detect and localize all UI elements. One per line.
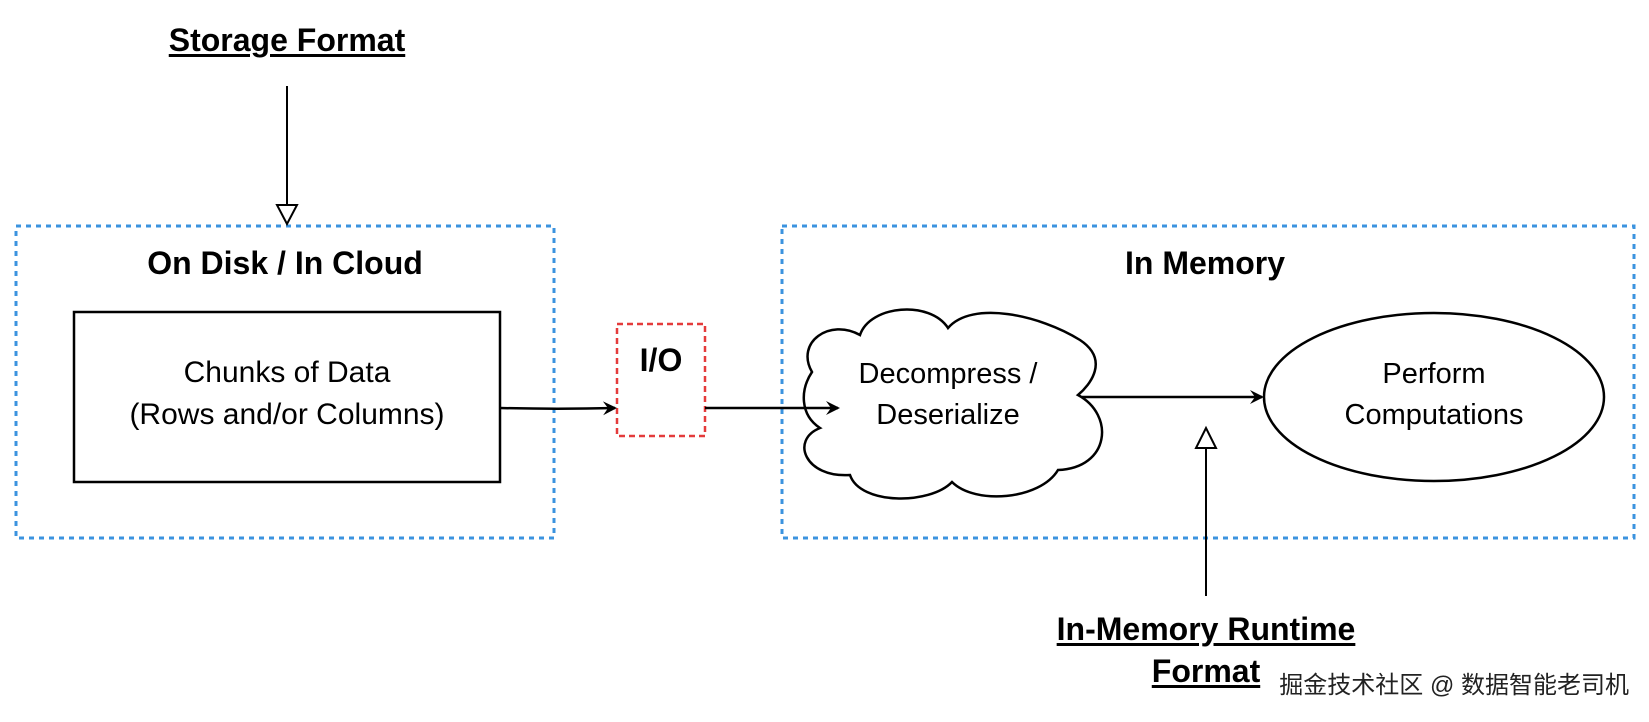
in-memory-title: In Memory	[1124, 245, 1286, 281]
runtime-format-arrow-head	[1194, 425, 1218, 449]
decompress-line-1: Decompress /	[858, 358, 1038, 390]
in-memory-container	[780, 224, 1636, 540]
chunks-to-io-arrow	[499, 401, 617, 416]
perform-line-2: Computations	[1344, 399, 1524, 431]
runtime-format-line-1: In-Memory Runtime	[1056, 611, 1356, 647]
io-label: I/O	[639, 342, 683, 378]
chunks-line-1: Chunks of Data	[183, 356, 391, 389]
chunks-line-2: (Rows and/or Columns)	[129, 398, 445, 431]
watermark: 掘金技术社区 @ 数据智能老司机	[1279, 672, 1629, 699]
runtime-format-line-2: Format	[1151, 653, 1261, 689]
decompress-line-2: Deserialize	[876, 399, 1020, 431]
decompress-cloud	[802, 308, 1104, 500]
io-box	[615, 322, 707, 438]
on-disk-title: On Disk / In Cloud	[147, 245, 423, 281]
storage-format-arrow-head	[275, 204, 299, 227]
perform-line-1: Perform	[1382, 358, 1486, 390]
storage-format-label: Storage Format	[168, 22, 406, 58]
on-disk-container	[14, 224, 556, 540]
perform-computations-ellipse	[1262, 311, 1606, 483]
chunks-of-data-box	[72, 310, 502, 484]
